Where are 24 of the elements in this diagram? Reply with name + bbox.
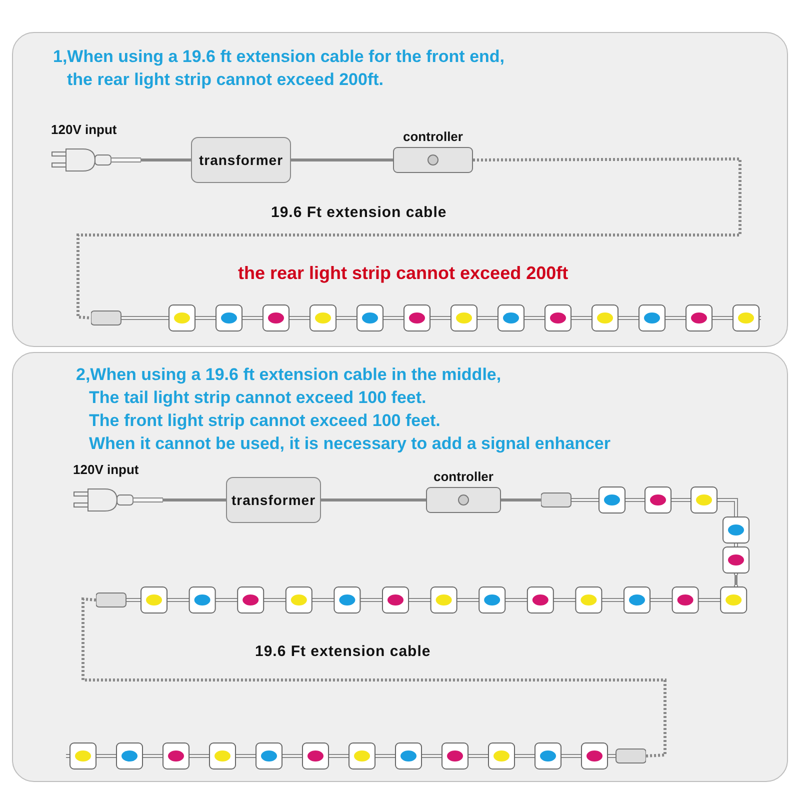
transformer-box: transformer: [226, 477, 321, 523]
input-label: 120V input: [51, 122, 117, 137]
cable: [291, 158, 393, 162]
input-label: 120V input: [73, 462, 139, 477]
cable: [141, 158, 191, 162]
extension-cable: [82, 597, 666, 758]
instruction-panel: [12, 32, 788, 347]
led-strip-drawing: [66, 741, 646, 771]
heading: 1,When using a 19.6 ft extension cable for the front end, the rear light strip cannot exceed 200ft.: [53, 46, 506, 91]
controller-label: controller: [402, 129, 464, 144]
cable: [163, 498, 226, 502]
heading: The tail light strip cannot exceed 100 feet.: [89, 387, 426, 409]
transformer-box: transformer: [191, 137, 291, 183]
led-strip-drawing: [541, 485, 751, 575]
heading: 2,When using a 19.6 ft extension cable in the middle,: [76, 364, 502, 386]
extension-cable: [76, 158, 742, 320]
instruction-panel: [12, 352, 788, 782]
cable: [501, 498, 541, 502]
controller-label: controller: [432, 469, 494, 484]
strip-caption: the rear light strip cannot exceed 200ft: [238, 263, 568, 284]
cable: [321, 498, 426, 502]
cable: [734, 575, 738, 585]
heading: When it cannot be used, it is necessary to add a signal enhancer: [89, 433, 610, 455]
heading: The front light strip cannot exceed 100 feet.: [89, 410, 440, 432]
